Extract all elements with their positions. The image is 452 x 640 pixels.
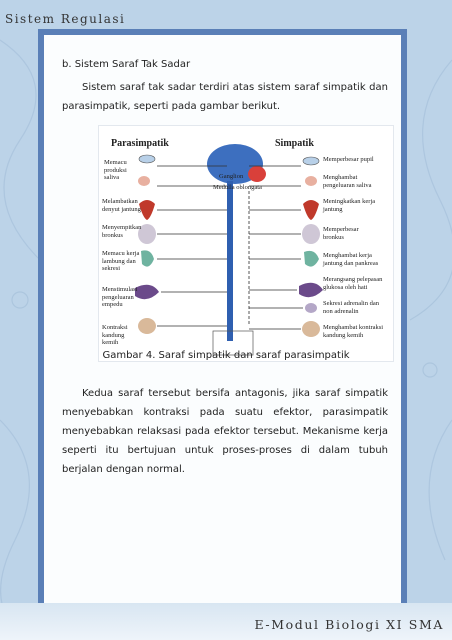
medulla-label: Medulla oblongata bbox=[213, 184, 262, 191]
footer-band bbox=[0, 603, 452, 640]
bottom-box bbox=[212, 330, 254, 356]
left-label-3: Memacu kerja lambung dan sekresi bbox=[102, 250, 140, 272]
left-label-5: Kontraksi kandung kemih bbox=[102, 324, 128, 346]
right-label-3: Memperbesar bronkus bbox=[323, 226, 359, 241]
section-title: b. Sistem Saraf Tak Sadar bbox=[62, 59, 191, 70]
right-label-2: Meningkatkan kerja jantung bbox=[323, 198, 376, 213]
right-label-4: Menghambat kerja jantung dan pankreas bbox=[323, 252, 379, 267]
figure-header-parasympathetic: Parasimpatik bbox=[111, 138, 169, 149]
nervous-system-figure: Parasimpatik Simpatik bbox=[98, 125, 394, 362]
right-label-6: Sekresi adrenalin dan non adrenalin bbox=[323, 300, 379, 315]
left-label-4: Menstimulasi pengeluaran empedu bbox=[102, 286, 138, 308]
left-connections bbox=[157, 165, 227, 327]
brainstem-shape bbox=[248, 166, 266, 182]
right-connections bbox=[249, 165, 303, 330]
paragraph-intro: Sistem saraf tak sadar terdiri atas sist… bbox=[62, 82, 388, 112]
footer-text: E-Modul Biologi XI SMA bbox=[254, 617, 444, 632]
figure-caption: Gambar 4. Saraf simpatik dan saraf paras… bbox=[102, 350, 350, 361]
left-label-2: Menyempitkan bronkus bbox=[102, 224, 142, 239]
right-organ-icons bbox=[299, 156, 323, 337]
figure-diagram bbox=[135, 144, 323, 356]
header-title: Sistem Regulasi bbox=[5, 12, 126, 26]
ganglion-label: Ganglion bbox=[219, 173, 244, 180]
figure-header-sympathetic: Simpatik bbox=[275, 138, 314, 149]
right-label-7: Menghambat kontraksi kandung kemih bbox=[323, 324, 384, 339]
right-label-1: Menghambat pengeluaran saliva bbox=[323, 174, 372, 189]
left-label-0: Memacu produksi saliva bbox=[104, 159, 127, 181]
paragraph-explanation: Kedua saraf tersebut bersifa antagonis, … bbox=[62, 388, 388, 475]
left-organ-icons bbox=[135, 154, 159, 334]
left-label-1: Melambatkan denyut jantung bbox=[102, 198, 141, 213]
right-label-5: Merangsang pelepasan glukosa oleh hati bbox=[323, 276, 383, 291]
right-label-0: Memperbesar pupil bbox=[323, 156, 374, 163]
spinal-cord bbox=[227, 181, 233, 341]
